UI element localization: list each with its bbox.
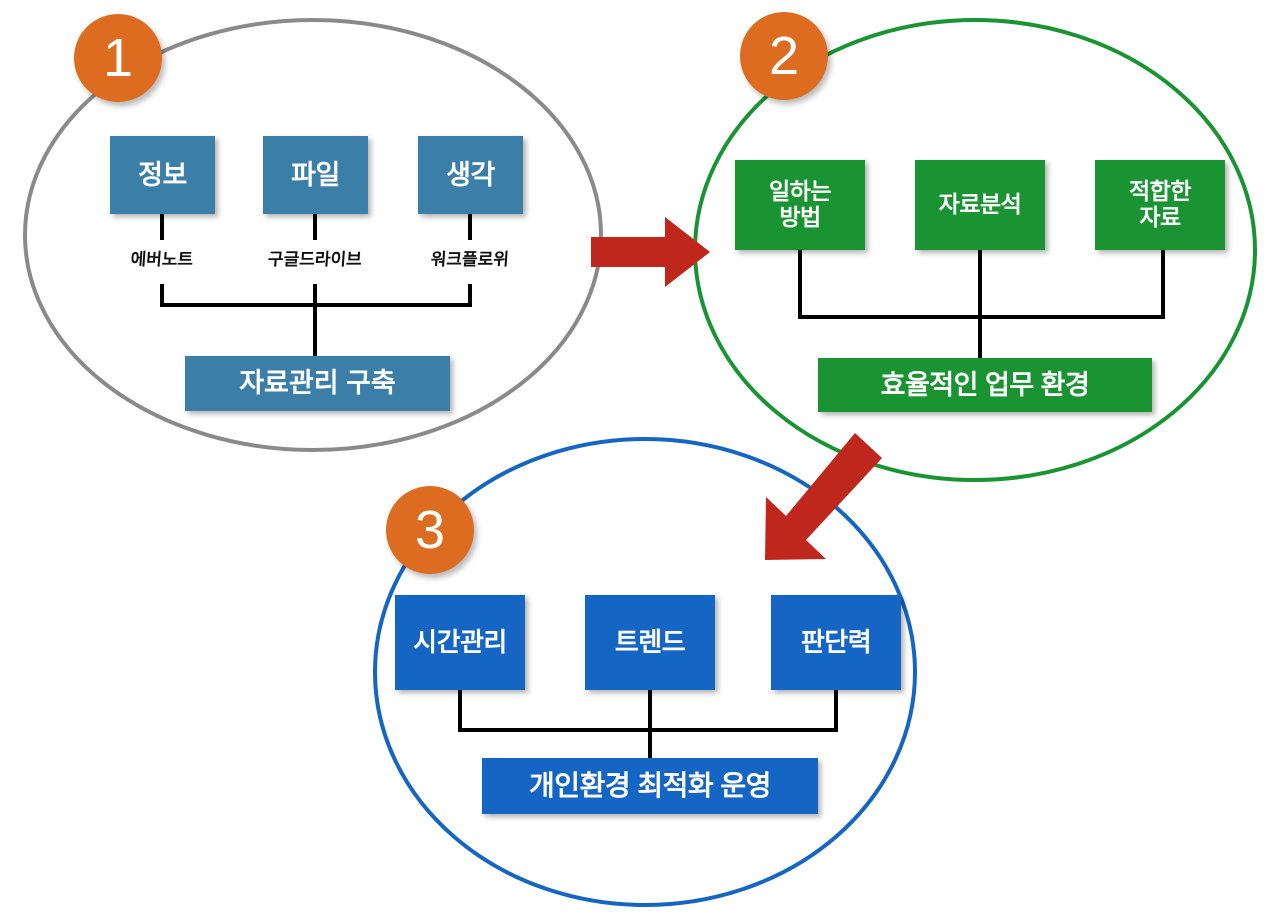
group-1-node-3[interactable]: 생각	[418, 136, 523, 214]
group-1-leaf-label-2: 구글드라이브	[267, 250, 363, 270]
group-2-result-label: 효율적인 업무 환경	[880, 369, 1090, 400]
group-1-connectors	[160, 214, 472, 356]
group-1-node-2[interactable]: 파일	[263, 136, 368, 214]
group-3-node-2[interactable]: 트렌드	[585, 595, 715, 690]
group-2-node-1-line2: 방법	[779, 204, 821, 230]
group-2-node-3-line2: 자료	[1139, 204, 1181, 230]
group-2-node-3-line1: 적합한	[1129, 178, 1191, 205]
group-2-node-3[interactable]: 적합한 자료	[1095, 160, 1225, 250]
step-badge-3-label: 3	[414, 500, 446, 560]
step-badge-1-label: 1	[102, 28, 134, 88]
group-2-connectors	[798, 250, 1165, 360]
group-3-result-label: 개인환경 최적화 운영	[529, 770, 771, 802]
group-1-node-1[interactable]: 정보	[110, 136, 215, 214]
arrow-group1-to-group2-icon	[591, 217, 710, 287]
group-1-result-label: 자료관리 구축	[239, 368, 396, 399]
step-badge-2: 2	[740, 12, 828, 100]
group-3-result-box[interactable]: 개인환경 최적화 운영	[482, 758, 818, 814]
step-badge-3: 3	[386, 486, 474, 574]
group-3-node-1-label: 시간관리	[413, 626, 507, 657]
group-1-node-3-label: 생각	[446, 159, 495, 190]
group-2-result-box[interactable]: 효율적인 업무 환경	[818, 358, 1152, 412]
group-3-node-3[interactable]: 판단력	[771, 595, 901, 690]
group-2-node-2-label: 자료분석	[938, 191, 1022, 218]
step-badge-2-label: 2	[768, 26, 800, 86]
arrow-group2-to-group3-icon	[765, 433, 882, 560]
group-1-node-2-label: 파일	[291, 159, 340, 190]
group-1-node-1-label: 정보	[138, 159, 187, 190]
group-3-circle	[373, 437, 917, 907]
group-1-leaf-label-1: 에버노트	[129, 250, 194, 270]
group-2-node-1-line1: 일하는	[769, 178, 831, 205]
group-3-node-2-label: 트렌드	[614, 626, 686, 657]
group-1-leaf-label-3: 워크플로위	[430, 250, 510, 270]
group-1-result-box[interactable]: 자료관리 구축	[185, 356, 450, 411]
group-1-circle	[23, 18, 603, 452]
group-2-node-1-label: 일하는 방법	[769, 178, 831, 231]
group-2-node-1[interactable]: 일하는 방법	[735, 160, 865, 250]
group-3-node-3-label: 판단력	[800, 626, 872, 657]
step-badge-1: 1	[74, 14, 162, 102]
group-3-connectors	[458, 690, 838, 760]
group-2-node-3-label: 적합한 자료	[1129, 178, 1191, 231]
group-3-node-1[interactable]: 시간관리	[395, 595, 525, 690]
group-2-node-2[interactable]: 자료분석	[915, 160, 1045, 250]
